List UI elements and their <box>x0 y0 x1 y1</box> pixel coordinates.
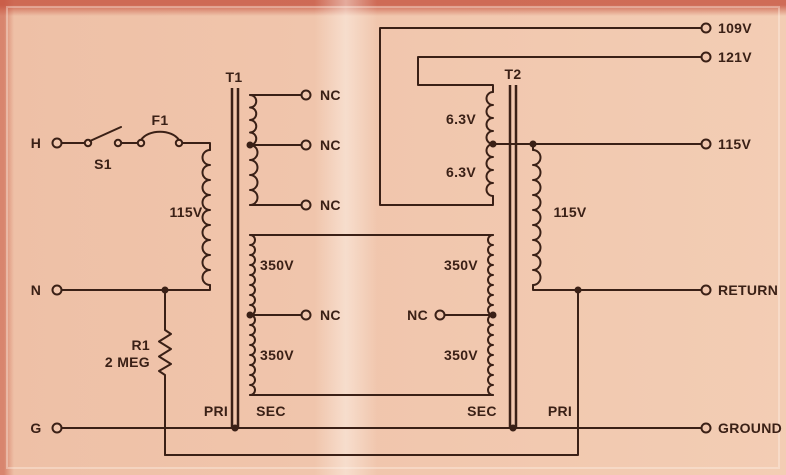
label-t1-pri: PRI <box>204 403 228 419</box>
junction-t2-aux-tap <box>489 140 497 148</box>
fuse-element <box>140 130 180 141</box>
junction-dots <box>161 140 582 432</box>
label-t1: T1 <box>226 69 243 85</box>
label-output-115v: 115V <box>718 136 751 152</box>
label-t1-350-lower: 350V <box>260 347 294 363</box>
terminal-109v <box>700 22 712 34</box>
wire-neutral-to-t1-primary <box>60 284 211 291</box>
label-output-return: RETURN <box>718 282 778 298</box>
wire-return-line <box>532 284 703 291</box>
terminal-nc-t1-hv <box>300 309 312 321</box>
junction-t2-hv-tap <box>489 311 497 319</box>
label-t2-350-lower: 350V <box>444 347 478 363</box>
label-t2-aux-lower: 6.3V <box>446 164 476 180</box>
label-neutral: N <box>31 282 41 298</box>
wire-109v-path <box>379 27 703 206</box>
terminal-neutral <box>51 284 63 296</box>
label-fuse: F1 <box>152 112 169 128</box>
terminal-g <box>51 422 63 434</box>
label-resistor-value: 2 MEG <box>105 354 150 370</box>
windings <box>201 91 542 396</box>
label-hot: H <box>31 135 41 151</box>
t2-primary-winding <box>532 149 542 286</box>
wire-fuse-to-t1-primary <box>182 142 211 151</box>
label-t2-sec: SEC <box>467 403 497 419</box>
label-output-121v: 121V <box>718 49 752 65</box>
junction-return <box>574 286 582 294</box>
label-nc-2: NC <box>320 137 341 153</box>
junction-t1-core-ground <box>231 424 239 432</box>
label-t2-350-upper: 350V <box>444 257 478 273</box>
wires <box>60 27 703 456</box>
terminal-ground-out <box>700 422 712 434</box>
terminals <box>51 22 712 434</box>
label-g: G <box>30 420 41 436</box>
label-nc-3: NC <box>320 197 341 213</box>
label-t2-pri: PRI <box>548 403 572 419</box>
switch-blade <box>89 126 122 142</box>
terminal-nc-t2-hv <box>434 309 446 321</box>
transformer-cores <box>230 85 518 428</box>
label-t1-primary-voltage: 115V <box>169 204 202 220</box>
fuse-f1 <box>136 130 184 148</box>
junction-t1-filament-tap <box>246 141 254 149</box>
label-nc-t2-hv: NC <box>407 307 428 323</box>
terminal-nc-3 <box>300 199 312 211</box>
wire-resistor-branch <box>158 289 172 456</box>
label-output-ground: GROUND <box>718 420 782 436</box>
terminal-nc-2 <box>300 139 312 151</box>
junction-neutral-r1 <box>161 286 169 294</box>
terminal-121v <box>700 51 712 63</box>
wire-121v-path <box>417 56 703 93</box>
t1-filament-winding <box>249 94 259 206</box>
label-switch: S1 <box>94 156 112 172</box>
switch-s1 <box>83 126 123 148</box>
label-t1-sec: SEC <box>256 403 286 419</box>
junction-t2-primary-top <box>529 140 537 148</box>
labels: H N G S1 F1 T1 T2 115V 115V NC NC NC 350… <box>30 20 782 436</box>
label-nc-t1-hv: NC <box>320 307 341 323</box>
label-output-109v: 109V <box>718 20 752 36</box>
terminal-nc-1 <box>300 89 312 101</box>
figure-frame <box>6 6 780 469</box>
label-t2: T2 <box>505 66 522 82</box>
t1-primary-winding <box>201 149 211 286</box>
wire-bottom-rail <box>164 289 579 456</box>
label-t2-aux-upper: 6.3V <box>446 111 476 127</box>
terminal-return <box>700 284 712 296</box>
label-resistor: R1 <box>132 337 151 353</box>
label-t2-primary-voltage: 115V <box>553 204 586 220</box>
junction-t2-core-ground <box>509 424 517 432</box>
switch-throw-contact <box>113 138 123 148</box>
label-t1-350-upper: 350V <box>260 257 294 273</box>
terminal-115v <box>700 138 712 150</box>
terminal-hot <box>51 137 63 149</box>
label-nc-1: NC <box>320 87 341 103</box>
junction-t1-hv-tap <box>246 311 254 319</box>
